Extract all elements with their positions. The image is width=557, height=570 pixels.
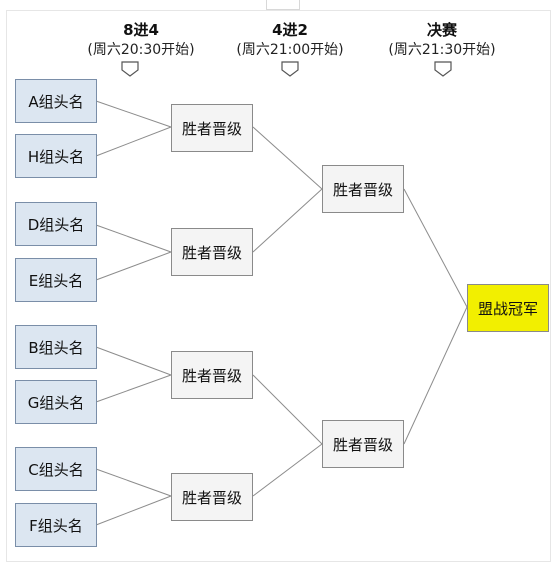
qf-winner-box-1: 胜者晋级	[171, 104, 253, 152]
sf-winner-box-2: 胜者晋级	[322, 420, 404, 468]
champion-box: 盟战冠军	[467, 284, 549, 332]
team-box-e: E组头名	[15, 258, 97, 302]
team-box-f: F组头名	[15, 503, 97, 547]
connector-line	[95, 100, 172, 128]
connector-line	[252, 126, 323, 190]
connector-line	[95, 126, 172, 157]
round-header-final: 决赛 (周六21:30开始)	[362, 20, 522, 60]
round-marker-icon	[434, 61, 452, 77]
team-box-d: D组头名	[15, 202, 97, 246]
qf-winner-box-4: 胜者晋级	[171, 473, 253, 521]
round-header-qf: 8进4 (周六20:30开始)	[61, 20, 221, 60]
round-title: 8进4	[123, 21, 159, 39]
qf-winner-box-2: 胜者晋级	[171, 228, 253, 276]
round-time: (周六21:30开始)	[388, 42, 496, 58]
round-time: (周六21:00开始)	[236, 42, 344, 58]
team-box-b: B组头名	[15, 325, 97, 369]
connector-line	[95, 251, 172, 281]
connector-line	[252, 374, 323, 445]
round-marker-icon	[121, 61, 139, 77]
team-box-a: A组头名	[15, 79, 97, 123]
team-box-c: C组头名	[15, 447, 97, 491]
connector-line	[95, 495, 172, 526]
connector-line	[95, 224, 172, 253]
round-header-sf: 4进2 (周六21:00开始)	[210, 20, 370, 60]
connector-line	[95, 346, 172, 376]
team-box-g: G组头名	[15, 380, 97, 424]
sf-winner-box-1: 胜者晋级	[322, 165, 404, 213]
round-title: 4进2	[272, 21, 308, 39]
connector-line	[252, 443, 323, 497]
team-box-h: H组头名	[15, 134, 97, 178]
qf-winner-box-3: 胜者晋级	[171, 351, 253, 399]
bottom-cutoff-text	[258, 564, 314, 570]
connector-line	[403, 306, 468, 445]
connector-line	[95, 468, 172, 497]
round-marker-icon	[281, 61, 299, 77]
bracket-frame	[6, 10, 551, 562]
connector-line	[252, 188, 323, 253]
top-tab-handle	[266, 0, 300, 10]
round-time: (周六20:30开始)	[87, 42, 195, 58]
connector-line	[95, 374, 172, 403]
round-title: 决赛	[426, 21, 457, 39]
connector-line	[403, 188, 468, 308]
